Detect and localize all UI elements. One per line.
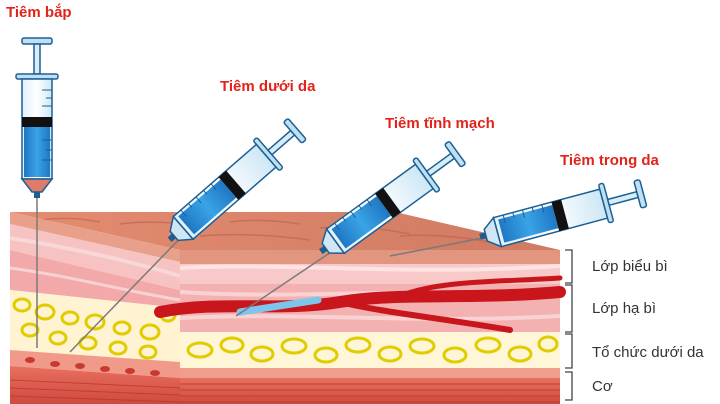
label-dermis: Lớp hạ bì — [592, 300, 657, 317]
label-subcutaneous-tissue: Tổ chức dưới da — [592, 344, 704, 361]
label-intradermal: Tiêm trong da — [560, 152, 659, 169]
label-subcutaneous: Tiêm dưới da — [220, 78, 316, 95]
label-intravenous: Tiêm tĩnh mạch — [385, 115, 495, 132]
front-face — [154, 250, 566, 404]
label-muscle: Cơ — [592, 378, 613, 395]
left-face — [9, 212, 181, 404]
skin-block — [9, 212, 573, 404]
label-intramuscular: Tiêm bắp — [6, 4, 72, 21]
layer-brackets — [565, 249, 573, 401]
syringe-intravenous — [319, 141, 466, 255]
syringe-subcutaneous — [167, 118, 307, 242]
label-epidermis: Lớp biểu bì — [592, 258, 668, 275]
needles — [36, 196, 494, 353]
syringe-intramuscular — [15, 37, 59, 198]
syringe-intradermal — [479, 179, 648, 248]
